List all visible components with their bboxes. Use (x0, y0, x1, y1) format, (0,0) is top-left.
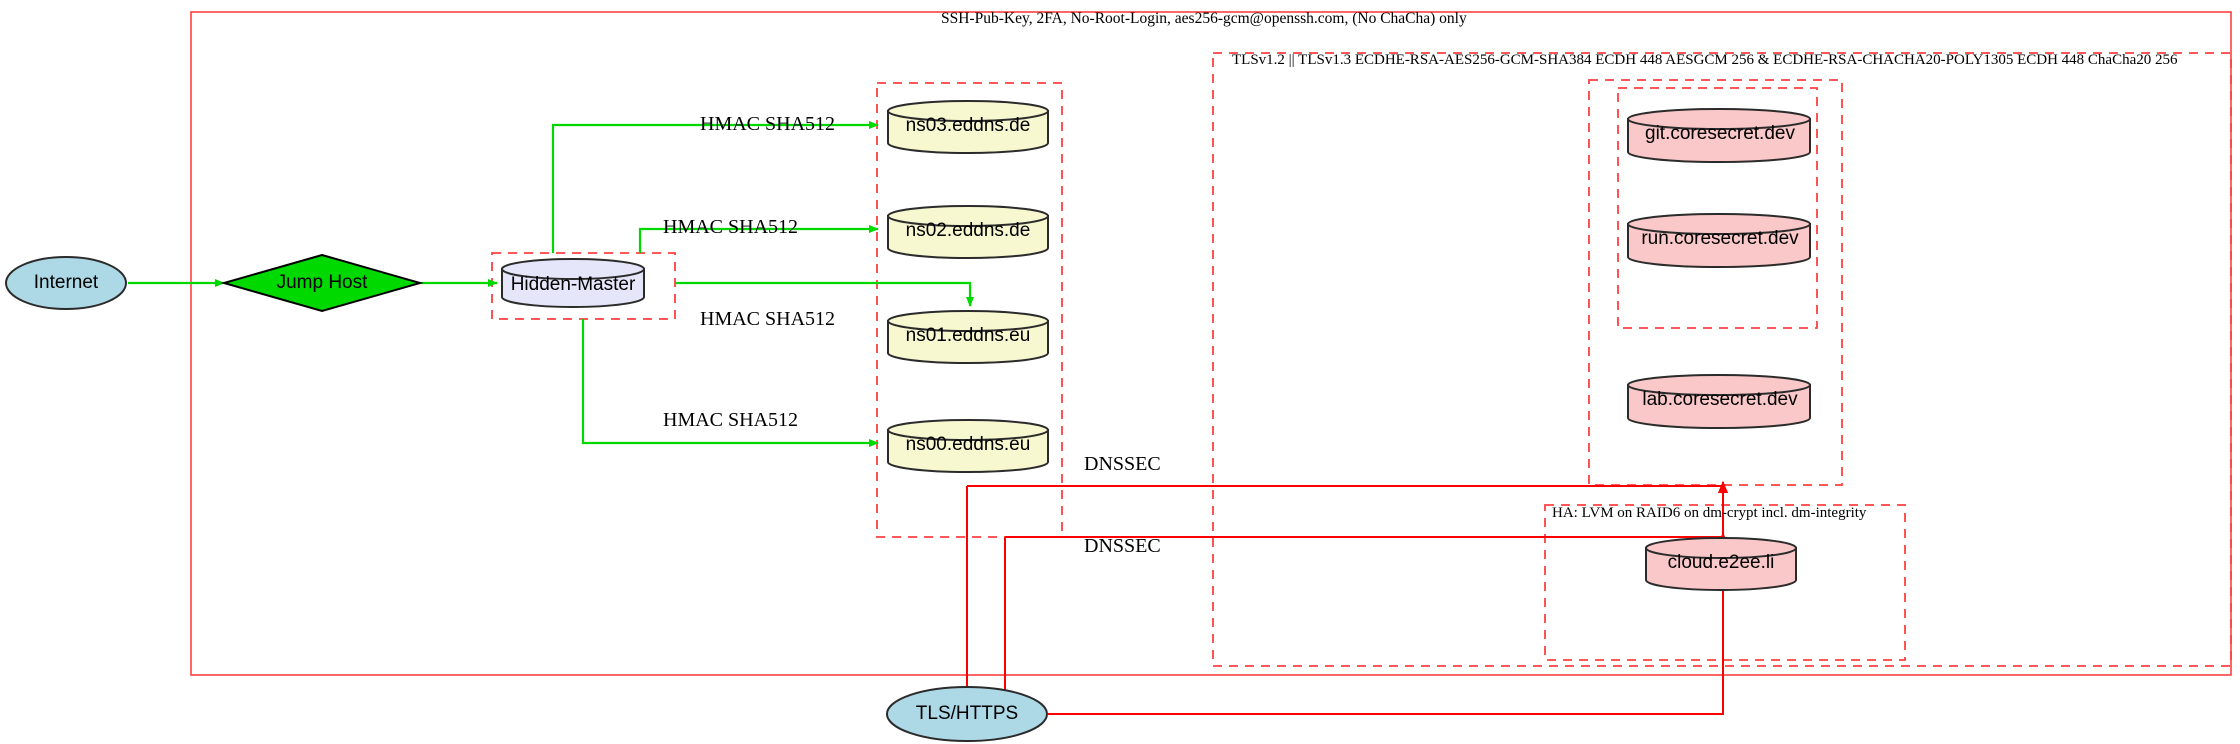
edge-hiddenmaster-to-ns02 (638, 225, 879, 253)
node-git-shape[interactable] (1627, 108, 1811, 163)
node-cloud-shape[interactable] (1645, 537, 1797, 591)
edge-hiddenmaster-to-ns03 (551, 121, 879, 253)
cluster-ssh-label: SSH-Pub-Key, 2FA, No-Root-Login, aes256-… (941, 10, 1467, 27)
cluster-ha (1544, 504, 1906, 661)
node-lab-shape[interactable] (1627, 374, 1811, 429)
cluster-tls-label: TLSv1.2 || TLSv1.3 ECDHE-RSA-AES256-GCM-… (1232, 52, 2178, 68)
node-ns01-shape[interactable] (887, 310, 1049, 364)
cluster-ha-label: HA: LVM on RAID6 on dm-crypt incl. dm-in… (1552, 505, 1867, 521)
edge-hiddenmaster-to-ns01 (675, 281, 974, 307)
node-jumphost-shape[interactable] (220, 253, 424, 313)
node-ns00-shape[interactable] (887, 419, 1049, 473)
node-run-shape[interactable] (1627, 213, 1811, 268)
node-internet-shape[interactable] (5, 256, 127, 310)
edge-label-dnssec-lower: DNSSEC (1084, 535, 1161, 557)
edge-label-dnssec-upper: DNSSEC (1084, 453, 1161, 475)
edge-label-hmac-ns02: HMAC SHA512 (663, 216, 799, 238)
edge-tlshttps-right (1048, 700, 1724, 715)
node-ns02-shape[interactable] (887, 205, 1049, 259)
node-tlshttps-shape[interactable] (886, 686, 1048, 742)
edge-hiddenmaster-to-ns00 (581, 319, 879, 447)
edge-dnssec-lower (1004, 532, 1728, 704)
node-ns03-shape[interactable] (887, 100, 1049, 154)
edge-label-hmac-ns01: HMAC SHA512 (700, 308, 836, 330)
cluster-coresecret-inner (1617, 87, 1818, 329)
edge-label-hmac-ns03: HMAC SHA512 (700, 113, 836, 135)
edge-label-hmac-ns00: HMAC SHA512 (663, 409, 799, 431)
node-hiddenmaster-shape[interactable] (501, 258, 645, 308)
cluster-ssh-outer (190, 11, 2232, 676)
